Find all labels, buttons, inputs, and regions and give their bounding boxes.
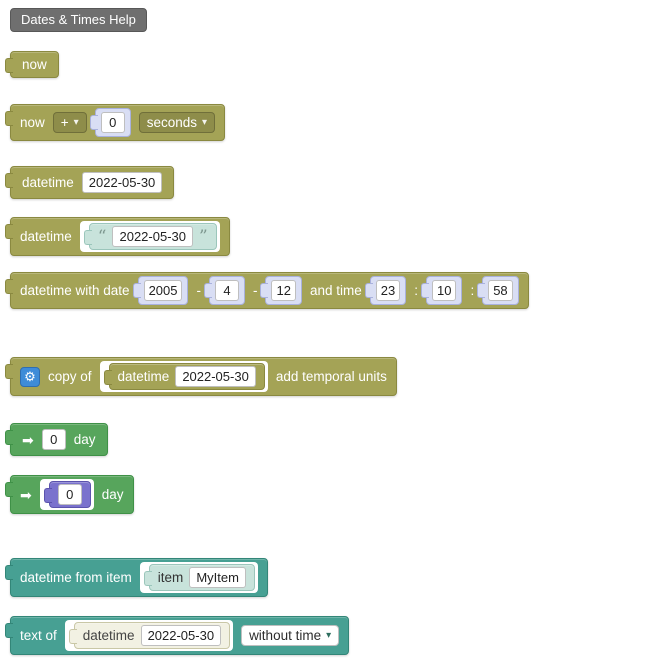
datetime-label: datetime bbox=[20, 229, 72, 244]
duration-value-field[interactable]: 0 bbox=[41, 429, 66, 450]
second-shadow-block[interactable]: 58 bbox=[477, 276, 519, 305]
gear-icon: ⚙ bbox=[24, 368, 36, 384]
second-field[interactable]: 58 bbox=[488, 280, 513, 301]
datetime-value-field[interactable]: 2022-05-30 bbox=[140, 625, 222, 646]
chevron-down-icon: ▾ bbox=[326, 629, 332, 641]
block-copy-of[interactable]: ⚙ copy of datetime 2022-05-30 add tempor… bbox=[5, 357, 397, 396]
datetime-with-date-label: datetime with date bbox=[20, 283, 130, 298]
time-separator: : bbox=[470, 283, 475, 298]
nested-datetime-shadow-block[interactable]: datetime 2022-05-30 bbox=[68, 622, 231, 649]
item-label: item bbox=[157, 570, 184, 585]
hour-field[interactable]: 23 bbox=[375, 280, 401, 301]
nested-number-block[interactable]: 0 bbox=[43, 481, 91, 508]
dates-times-help-button[interactable]: Dates & Times Help bbox=[10, 8, 147, 32]
chevron-down-icon: ▾ bbox=[201, 116, 208, 128]
item-socket: item MyItem bbox=[139, 562, 258, 593]
operator-value: + bbox=[60, 115, 69, 130]
arrow-right-icon: ➡ bbox=[22, 431, 34, 448]
add-temporal-units-label: add temporal units bbox=[275, 369, 387, 384]
operator-dropdown[interactable]: + ▾ bbox=[52, 112, 87, 133]
number-socket: 0 bbox=[39, 479, 94, 510]
block-text-of[interactable]: text of datetime 2022-05-30 without time… bbox=[4, 616, 350, 655]
hour-shadow-block[interactable]: 23 bbox=[364, 276, 407, 305]
block-datetime-string[interactable]: datetime “ 2022-05-30 ” bbox=[5, 217, 230, 256]
now-label: now bbox=[22, 57, 47, 72]
year-shadow-block[interactable]: 2005 bbox=[132, 276, 189, 305]
copy-of-label: copy of bbox=[48, 369, 92, 384]
datetime-value-field[interactable]: 2022-05-30 bbox=[81, 172, 163, 193]
date-separator: - bbox=[252, 283, 258, 298]
month-field[interactable]: 4 bbox=[214, 280, 239, 301]
minute-shadow-block[interactable]: 10 bbox=[420, 276, 463, 305]
month-shadow-block[interactable]: 4 bbox=[203, 276, 245, 305]
duration-unit-label: day bbox=[101, 487, 124, 502]
block-duration[interactable]: ➡ 0 day bbox=[5, 423, 108, 456]
item-name-field[interactable]: MyItem bbox=[189, 567, 246, 588]
mutator-gear-button[interactable]: ⚙ bbox=[20, 366, 40, 387]
duration-value-field[interactable]: 0 bbox=[57, 484, 82, 505]
nested-item-block[interactable]: item MyItem bbox=[143, 564, 255, 591]
datetime-value-field[interactable]: 2022-05-30 bbox=[175, 366, 256, 387]
block-datetime-literal[interactable]: datetime 2022-05-30 bbox=[4, 166, 175, 199]
nested-datetime-block[interactable]: datetime 2022-05-30 bbox=[103, 363, 265, 390]
minute-field[interactable]: 10 bbox=[431, 280, 457, 301]
day-shadow-block[interactable]: 12 bbox=[260, 276, 302, 305]
block-datetime-with-date-time[interactable]: datetime with date 2005 - 4 - 12 and tim… bbox=[5, 272, 529, 309]
datetime-from-item-label: datetime from item bbox=[20, 570, 132, 585]
format-value: without time bbox=[249, 628, 322, 643]
close-quote-icon: ” bbox=[198, 226, 208, 247]
duration-unit-label: day bbox=[73, 432, 96, 447]
number-shadow-block[interactable]: 0 bbox=[89, 108, 131, 137]
string-value-field[interactable]: 2022-05-30 bbox=[112, 226, 193, 247]
and-time-label: and time bbox=[309, 283, 362, 298]
year-field[interactable]: 2005 bbox=[143, 280, 183, 301]
text-of-label: text of bbox=[20, 628, 57, 643]
string-block[interactable]: “ 2022-05-30 ” bbox=[83, 223, 217, 250]
format-dropdown[interactable]: without time ▾ bbox=[241, 625, 340, 646]
datetime-label: datetime bbox=[22, 175, 74, 190]
day-field[interactable]: 12 bbox=[271, 280, 296, 301]
now-label: now bbox=[20, 115, 45, 130]
block-duration-with-socket[interactable]: ➡ 0 day bbox=[5, 475, 134, 514]
datetime-label: datetime bbox=[117, 369, 170, 384]
datetime-socket: datetime 2022-05-30 bbox=[64, 620, 234, 651]
block-now[interactable]: now bbox=[5, 51, 59, 78]
offset-value-field[interactable]: 0 bbox=[100, 112, 125, 133]
datetime-socket: datetime 2022-05-30 bbox=[99, 361, 268, 392]
arrow-right-icon: ➡ bbox=[20, 486, 32, 503]
time-separator: : bbox=[414, 283, 418, 298]
unit-dropdown[interactable]: seconds ▾ bbox=[138, 112, 216, 133]
date-separator: - bbox=[196, 283, 201, 298]
chevron-down-icon: ▾ bbox=[73, 116, 79, 128]
string-socket: “ 2022-05-30 ” bbox=[79, 221, 220, 252]
block-datetime-from-item[interactable]: datetime from item item MyItem bbox=[5, 558, 268, 597]
datetime-label: datetime bbox=[82, 628, 135, 643]
unit-value: seconds bbox=[146, 115, 197, 130]
block-now-plus-offset[interactable]: now + ▾ 0 seconds ▾ bbox=[4, 104, 226, 141]
open-quote-icon: “ bbox=[97, 226, 107, 247]
